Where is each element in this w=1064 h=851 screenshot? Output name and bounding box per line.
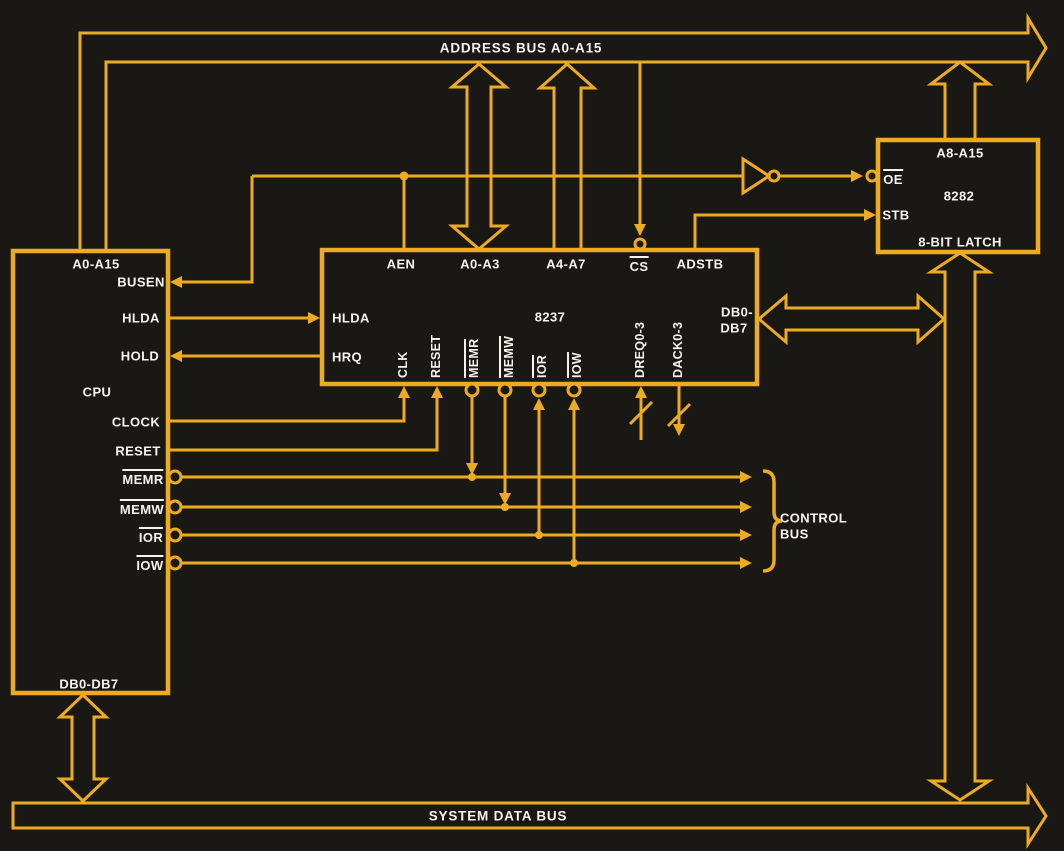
busen-arrow <box>170 276 182 288</box>
dma-memr-bubble <box>464 382 480 398</box>
latch-type: 8-BIT LATCH <box>918 234 1002 250</box>
dreq-width-slash <box>628 400 654 426</box>
dack-arrow <box>673 424 685 436</box>
control-bus-label-line2: BUS <box>780 526 809 542</box>
iow-arrow <box>568 398 580 410</box>
a4-a7-bus-arrow <box>536 61 598 250</box>
cpu-pin-hlda: HLDA <box>122 310 160 326</box>
control-bus-brace <box>762 469 783 573</box>
latch-pin-oe: OE <box>883 169 903 187</box>
cpu-pin-db0db7: DB0-DB7 <box>59 676 119 692</box>
oe-arrow <box>851 170 863 182</box>
cs-arrow <box>634 224 646 236</box>
cpu-pin-ior: IOR <box>138 527 164 545</box>
reset-arrow <box>431 386 443 398</box>
dma-name: 8237 <box>534 309 566 325</box>
cs-bubble <box>633 237 647 251</box>
clock-wire <box>168 392 406 423</box>
not-gate-icon <box>741 156 781 196</box>
control-ior-arrow <box>740 529 752 541</box>
dma-pin-memw: MEMW <box>499 335 517 378</box>
cpu-pin-memw: MEMW <box>119 499 165 517</box>
dma-pin-reset: RESET <box>429 334 443 378</box>
junction-dots <box>399 171 578 567</box>
stb-arrow <box>864 209 876 221</box>
cpu-pin-memr: MEMR <box>122 469 164 487</box>
dack-width-slash <box>666 402 692 428</box>
latch-pin-stb: STB <box>882 207 910 223</box>
cpu-pin-reset: RESET <box>115 443 161 459</box>
cpu-name: CPU <box>82 384 112 400</box>
adstb-stb-wire <box>693 213 865 250</box>
latch-name: 8282 <box>943 188 975 204</box>
cpu-pin-clock: CLOCK <box>111 414 161 430</box>
memw-arrow <box>499 493 511 505</box>
dma-pin-a4a7: A4-A7 <box>546 256 586 272</box>
hlda-arrow <box>308 312 320 324</box>
dma-pin-cs: CS <box>629 256 649 274</box>
latch-to-address-bus-arrow <box>926 60 994 140</box>
arrowheads <box>170 170 876 569</box>
latch-pin-a8a15: A8-A15 <box>936 145 984 161</box>
dma-db-double-arrow <box>756 292 947 346</box>
control-memw-arrow <box>740 501 752 513</box>
dma-pin-adstb: ADSTB <box>676 256 724 272</box>
cpu-ior-bubble <box>167 527 183 543</box>
dreq-arrow <box>635 386 647 398</box>
address-bus-label: ADDRESS BUS A0-A15 <box>439 40 603 56</box>
address-bus-arrow <box>78 12 1048 251</box>
dma-iow-bubble <box>566 382 582 398</box>
ior-arrow <box>533 398 545 410</box>
dma-pin-aen: AEN <box>386 256 416 272</box>
pin-bubbles <box>167 169 879 571</box>
dma-pin-hlda: HLDA <box>332 310 370 326</box>
memr-arrow <box>466 463 478 475</box>
dma-pin-db-line2: DB7 <box>720 320 748 336</box>
dma-ior-bubble <box>531 382 547 398</box>
dma-pin-hrq: HRQ <box>331 349 363 365</box>
cpu-memw-bubble <box>167 499 183 515</box>
dma-memw-bubble <box>497 382 513 398</box>
system-data-bus-arrow <box>11 782 1048 850</box>
a0-a3-bus-double-arrow <box>447 62 511 251</box>
oe-bubble <box>865 169 879 183</box>
dma-pin-clk: CLK <box>396 351 410 378</box>
dma-pin-dack: DACK0-3 <box>671 321 685 378</box>
cpu-pin-iow: IOW <box>136 555 164 573</box>
dma-pin-iow: IOW <box>567 352 585 378</box>
signal-wires <box>168 62 865 565</box>
control-memr-arrow <box>740 471 752 483</box>
busen-wire <box>182 176 254 284</box>
clk-arrow <box>398 386 410 398</box>
dma-pin-dreq: DREQ0-3 <box>633 321 647 378</box>
cpu-memr-bubble <box>167 469 183 485</box>
control-bus-label-line1: CONTROL <box>780 510 848 526</box>
system-data-bus-label: SYSTEM DATA BUS <box>428 808 568 824</box>
dma-pin-db-line1: DB0- <box>721 304 753 320</box>
cpu-block <box>10 248 171 696</box>
reset-wire <box>168 392 439 452</box>
cpu-iow-bubble <box>167 555 183 571</box>
cpu-pin-busen: BUSEN <box>117 274 165 290</box>
latch-to-data-bus-double-arrow <box>925 251 995 802</box>
hold-arrow <box>170 350 182 362</box>
latch-8282-block <box>875 137 1041 255</box>
control-iow-arrow <box>740 557 752 569</box>
cpu-to-data-bus-double-arrow <box>56 692 110 804</box>
dma-pin-a0a3: A0-A3 <box>460 256 500 272</box>
cpu-pin-hold: HOLD <box>120 348 160 364</box>
dma-pin-ior: IOR <box>532 354 550 378</box>
cpu-pin-a0a15: A0-A15 <box>72 256 120 272</box>
dma-pin-memr: MEMR <box>464 338 482 378</box>
